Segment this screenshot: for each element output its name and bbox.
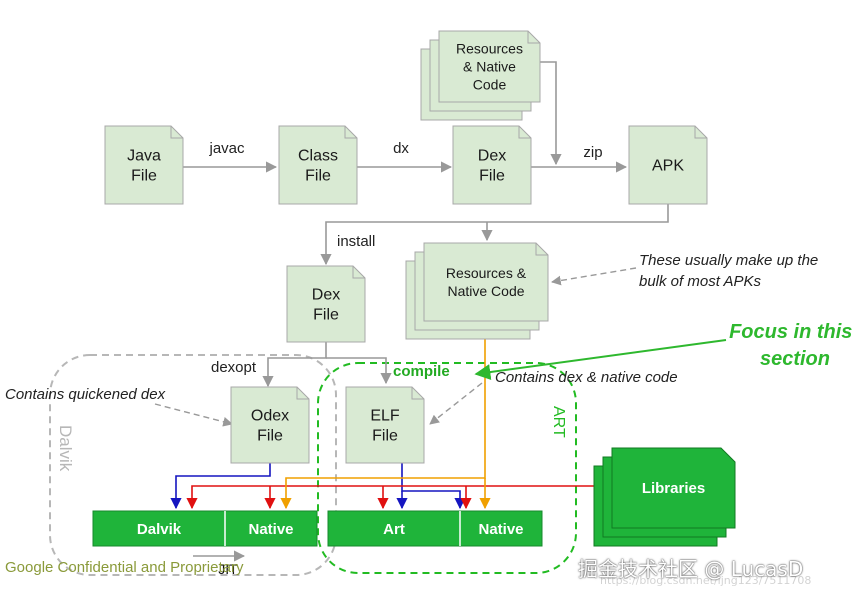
installed-dex-doc-shape <box>286 265 366 343</box>
art-native-box <box>459 510 543 547</box>
build-flow-arrows <box>183 61 669 388</box>
apk-to-installed-arrow <box>320 204 669 266</box>
bulk-note-line-2: bulk of most APKs <box>639 273 761 290</box>
quickened-note-arrow <box>154 403 233 427</box>
elf-file-doc: ELF File <box>345 386 425 464</box>
resources-top-stack-label-2: & Native <box>463 58 516 74</box>
resources-orange-arrow <box>280 322 486 510</box>
annotation-arrows <box>154 267 637 427</box>
focus-note-line-1: Focus in this <box>729 321 852 343</box>
dex-file-doc-label-1: Dex <box>478 148 506 165</box>
art-runtime-label: Art <box>383 521 405 538</box>
resources-mid-stack-shape <box>423 242 549 322</box>
runtime-link-arrows <box>170 322 612 510</box>
bulk-note-line-1: These usually make up the <box>639 252 818 269</box>
resources-mid-stack-label-2: Native Code <box>447 283 524 299</box>
dex-file-doc-label-2: File <box>479 168 505 185</box>
resources-top-stack-label-1: Resources <box>456 40 523 56</box>
apk-doc-label-1: APK <box>652 158 684 175</box>
apk-doc: APK <box>628 125 708 205</box>
focus-note-line-2: section <box>760 348 830 370</box>
class-file-doc-shape <box>278 125 358 205</box>
elf-file-doc-label-2: File <box>372 428 398 445</box>
art-region <box>317 362 577 574</box>
class-file-doc-label-2: File <box>305 168 331 185</box>
java-file-doc-shape <box>104 125 184 205</box>
java-file-doc-label-2: File <box>131 168 157 185</box>
resources-mid-stack-label-1: Resources & <box>446 265 527 281</box>
dalvik-region-label: Dalvik <box>56 425 75 472</box>
focus-note: Focus in this section <box>729 321 858 370</box>
odex-file-doc-label-1: Odex <box>251 408 289 425</box>
installed-dex-doc-label-1: Dex <box>312 287 340 304</box>
art-native-label: Native <box>478 521 523 538</box>
javac-label: javac <box>208 140 245 157</box>
art-region-label: ART <box>550 406 567 438</box>
jit-label: JIT <box>218 561 238 577</box>
resources-mid-stack: Resources & Native Code <box>405 242 549 340</box>
install-label: install <box>337 233 375 250</box>
dx-label: dx <box>393 140 409 157</box>
elf-file-doc-label-1: ELF <box>370 408 400 425</box>
focus-arrow <box>474 339 727 380</box>
java-file-doc-label-1: Java <box>127 148 161 165</box>
resources-top-stack-label-3: Code <box>473 76 507 92</box>
dexopt-arrow <box>262 342 327 388</box>
zip-label: zip <box>583 144 602 161</box>
site-watermark: 掘金技术社区 @ LucasD <box>578 557 804 581</box>
dex-native-note: Contains dex & native code <box>495 369 678 386</box>
bulk-note: These usually make up the bulk of most A… <box>639 252 822 290</box>
odex-file-doc-label-2: File <box>257 428 283 445</box>
quickened-note: Contains quickened dex <box>5 386 166 403</box>
dalvik-runtime-label: Dalvik <box>137 521 182 538</box>
libraries-shape <box>611 447 736 529</box>
elf-file-doc-shape <box>345 386 425 464</box>
dalvik-native-label: Native <box>248 521 293 538</box>
dexopt-label: dexopt <box>211 359 257 376</box>
resources-top-stack-shape <box>438 30 541 103</box>
elf-blue-arrow-1 <box>401 462 466 510</box>
resources-to-apk-arrow <box>540 61 562 166</box>
jit-arrow: JIT <box>193 550 246 577</box>
dalvik-runtime-box <box>92 510 226 547</box>
class-file-doc-label-1: Class <box>298 148 338 165</box>
odex-file-doc-shape <box>230 386 310 464</box>
dalvik-region <box>49 354 337 576</box>
dex-file-doc-shape <box>452 125 532 205</box>
compile-arrow <box>326 357 392 385</box>
art-runtime-bar: Art Native <box>327 510 543 547</box>
faint-url-watermark: https://blog.csdn.net/ljng123/7511708 <box>600 574 812 587</box>
libraries-label: Libraries <box>642 480 705 497</box>
odex-blue-arrow <box>170 462 271 510</box>
apk-doc-shape <box>628 125 708 205</box>
libraries-red-arrow <box>186 485 612 510</box>
compile-label: compile <box>393 363 450 380</box>
bulk-note-arrow <box>551 267 637 286</box>
installed-dex-doc-label-2: File <box>313 307 339 324</box>
dalvik-runtime-bar: Dalvik Native <box>92 510 318 547</box>
confidential-footer: Google Confidential and Proprietary <box>5 559 244 576</box>
art-runtime-box <box>327 510 461 547</box>
dex-native-note-arrow <box>429 382 483 425</box>
libraries-stack: Libraries <box>593 447 736 547</box>
